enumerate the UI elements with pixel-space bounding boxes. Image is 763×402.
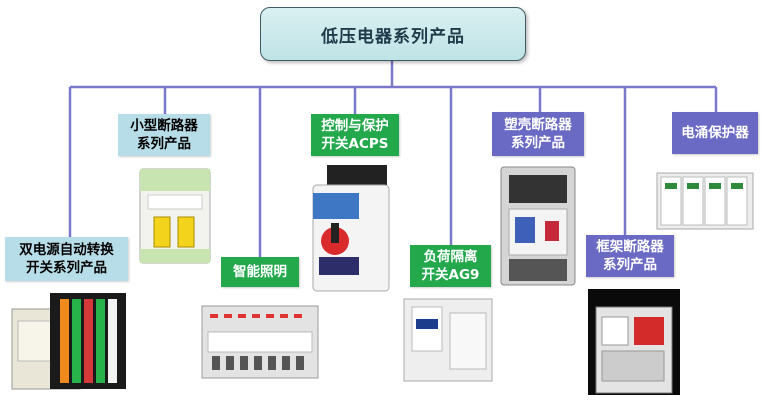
mccb-icon: [500, 166, 576, 286]
category-label-mcb-line1: 小型断路器: [130, 118, 198, 134]
category-label-ats: 双电源自动转换 开关系列产品: [5, 237, 128, 281]
category-label-lighting: 智能照明: [221, 257, 299, 287]
category-label-acb-line1: 框架断路器: [596, 239, 664, 255]
category-label-acps: 控制与保护 开关ACPS: [311, 114, 399, 156]
root-node: 低压电器系列产品: [260, 7, 526, 61]
category-label-isolator-line1: 负荷隔离: [423, 249, 478, 265]
category-label-ats-line2: 开关系列产品: [26, 260, 107, 276]
isolator-icon: [403, 298, 493, 382]
category-label-mcb: 小型断路器 系列产品: [118, 114, 210, 156]
category-label-acps-line1: 控制与保护: [321, 118, 389, 134]
category-label-mccb-line1: 塑壳断路器: [504, 117, 572, 133]
acps-switch-icon: [312, 165, 390, 292]
category-label-mccb-line2: 系列产品: [511, 135, 565, 151]
mcb-icon: [139, 168, 211, 264]
category-label-acps-line2: 开关ACPS: [321, 136, 389, 152]
category-label-acb-line2: 系列产品: [603, 257, 657, 273]
category-label-acb: 框架断路器 系列产品: [586, 235, 674, 277]
lighting-module-icon: [201, 305, 319, 379]
root-title: 低压电器系列产品: [321, 26, 465, 47]
category-label-spd-line1: 电涌保护器: [681, 125, 749, 141]
category-label-mccb: 塑壳断路器 系列产品: [492, 112, 584, 156]
category-label-isolator-line2: 开关AG9: [421, 267, 480, 283]
category-label-mcb-line2: 系列产品: [137, 136, 191, 152]
acb-icon: [588, 289, 680, 395]
spd-icon: [656, 172, 754, 230]
category-label-isolator: 负荷隔离 开关AG9: [410, 245, 491, 287]
category-label-ats-line1: 双电源自动转换: [19, 242, 114, 258]
category-label-spd: 电涌保护器: [672, 112, 758, 154]
category-label-lighting-line1: 智能照明: [233, 264, 287, 280]
ats-switch-icon: [11, 293, 126, 390]
